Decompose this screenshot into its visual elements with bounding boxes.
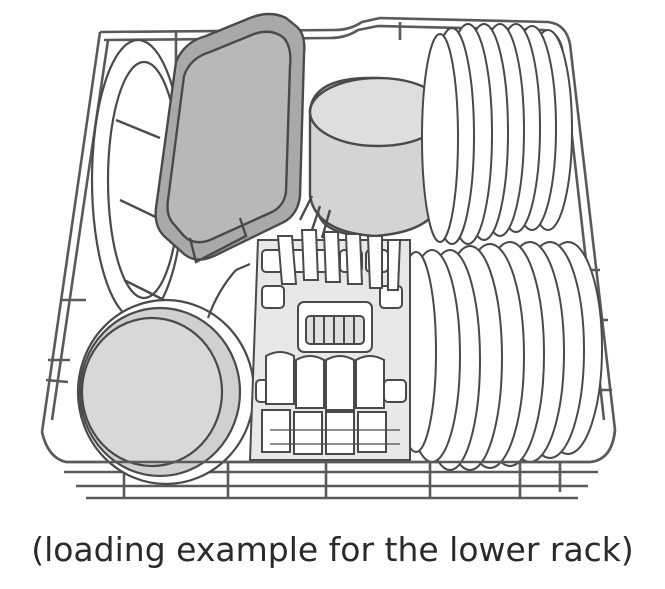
rack-front-rim [40, 429, 617, 464]
caption: (loading example for the lower rack) [31, 530, 634, 569]
plates-rear-right [421, 23, 573, 245]
cutlery-basket [248, 229, 411, 461]
large-plate [90, 38, 186, 322]
plates-front-right [395, 241, 603, 471]
lower-rack-illustration [40, 12, 617, 500]
baking-pan [154, 12, 306, 264]
round-dish [76, 262, 256, 486]
